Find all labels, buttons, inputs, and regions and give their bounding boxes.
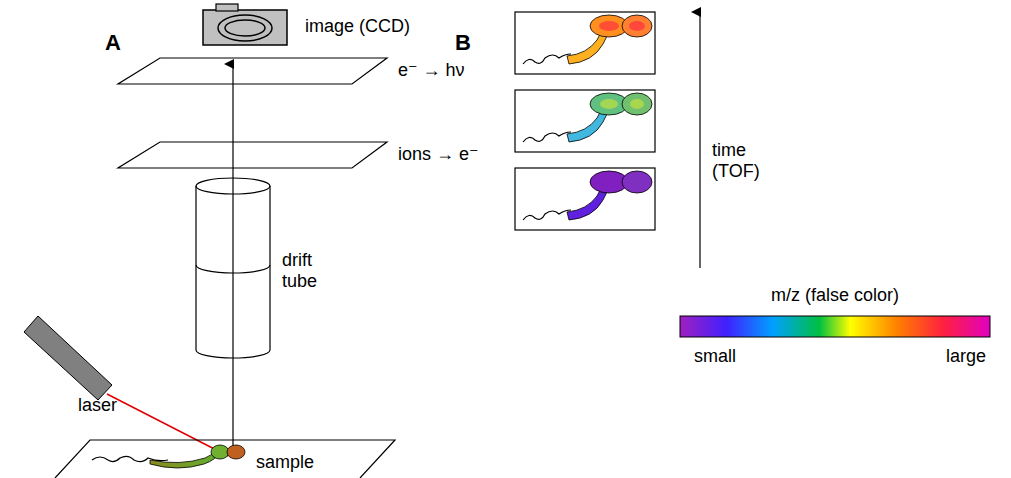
image-frame — [515, 168, 655, 230]
scale-end-label: small — [694, 346, 736, 367]
mcp-plane — [118, 142, 387, 168]
component-label: laser — [78, 395, 117, 416]
seedling-small-mz — [523, 171, 652, 220]
component-label: ions → e⁻ — [398, 144, 479, 165]
component-label: image (CCD) — [305, 16, 410, 37]
component-label: sample — [256, 452, 314, 473]
component-label: drift tube — [282, 250, 342, 291]
ion-path-arrow — [232, 64, 233, 452]
color-scale-bar — [680, 316, 990, 337]
time-arrow — [699, 12, 700, 268]
panel-letter: A — [105, 30, 121, 55]
component-label: e⁻ → hν — [398, 60, 465, 81]
panel-letter: B — [455, 30, 471, 55]
sample-plate — [55, 440, 395, 478]
scale-title: m/z (false color) — [771, 285, 899, 306]
laser-beam — [107, 394, 228, 456]
image-frame — [515, 12, 655, 74]
axis-label: time (TOF) — [712, 140, 782, 181]
seedling-medium-mz — [523, 93, 652, 142]
phosphor-plane — [118, 58, 387, 84]
scale-end-label: large — [946, 346, 986, 367]
seedling-sample — [92, 445, 245, 468]
ccd-camera — [203, 4, 287, 45]
image-frame — [515, 90, 655, 152]
laser-body — [24, 316, 112, 400]
seedling-large-mz — [523, 15, 652, 64]
